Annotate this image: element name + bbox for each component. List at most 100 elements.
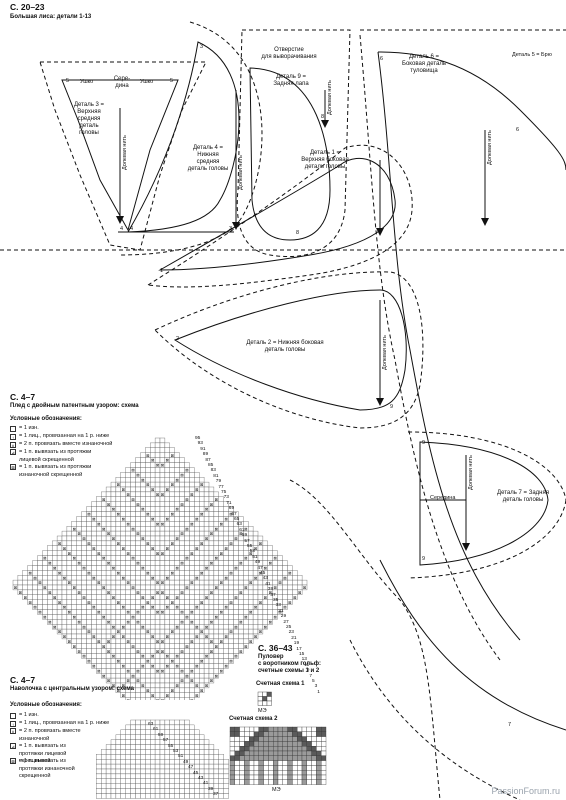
stitch-cell: [184, 486, 190, 493]
stitch-symbol: ⊠: [205, 595, 208, 600]
stitch-symbol: ⊠: [48, 561, 51, 566]
stitch-cell: [218, 619, 224, 625]
stitch-cell: [96, 584, 102, 591]
stitch-symbol: ⊠: [190, 698, 193, 700]
stitch-cell: [86, 619, 92, 625]
stitch-symbol: ⊠: [141, 664, 144, 669]
stitch-symbol: ⊠: [180, 531, 183, 536]
stitch-cell: [164, 793, 170, 799]
stitch-cell: [189, 560, 195, 566]
stitch-cell: [150, 501, 156, 507]
stitch-symbol: ⊠: [229, 600, 232, 605]
stitch-cell: [297, 575, 303, 581]
stitch-cell: [71, 599, 77, 605]
legend-row: ⊠= 1 п. вывязать из протяжки изнаночной …: [10, 758, 109, 779]
stitch-cell: [203, 579, 210, 586]
stitch-cell: [110, 486, 117, 493]
stitch-cell: [262, 550, 268, 556]
stitch-cell: [179, 783, 185, 789]
stitch-cell: [56, 584, 63, 591]
stitch-cell: [105, 604, 112, 610]
stitch-symbol: ⊠: [180, 610, 183, 615]
stitch-cell: [115, 668, 121, 674]
chart-cell: [282, 736, 288, 742]
stitch-cell: [174, 773, 180, 779]
stitch-cell: [110, 749, 117, 755]
stitch-cell: [110, 663, 117, 669]
stitch-cell: [174, 521, 180, 527]
stitch-cell: [105, 628, 112, 635]
legend-row: ⊿= 1 п. вывязать из протяжки лицевой скр…: [10, 743, 109, 764]
row-number: 41: [203, 781, 209, 787]
stitch-cell: [47, 594, 53, 600]
stitch-cell: [213, 663, 219, 669]
stitch-cell: [164, 609, 170, 615]
row-number: 83: [210, 468, 216, 474]
stitch-cell: [184, 472, 190, 478]
stitch-cell: [199, 604, 205, 610]
stitch-cell: [135, 579, 141, 586]
stitch-cell: [140, 783, 146, 789]
stitch-cell: [194, 673, 200, 679]
stitch-cell: [213, 565, 219, 571]
stitch-cell: [199, 643, 205, 649]
stitch-symbol: ⊠: [205, 683, 208, 688]
chart-cell: [306, 779, 312, 785]
stitch-cell: [164, 773, 170, 779]
otverstie-label: Отверстие для выворачивания: [261, 47, 317, 60]
stitch-cell: [110, 759, 117, 765]
stitch-cell: [159, 658, 166, 664]
stitch-cell: [105, 658, 112, 664]
stitch-cell: [96, 565, 102, 571]
mark: 8: [296, 230, 300, 236]
stitch-cell: [81, 526, 87, 532]
chart-cell: [301, 746, 307, 752]
stitch-cell: [110, 521, 117, 527]
stitch-cell: [169, 604, 175, 610]
stitch-symbol: ⊠: [28, 600, 31, 605]
stitch-cell: [164, 768, 170, 775]
stitch-cell: [292, 570, 298, 576]
stitch-cell: [248, 560, 254, 566]
stitch-cell: [110, 754, 117, 760]
stitch-symbol: ⊠: [73, 615, 76, 620]
stitch-cell: [194, 491, 200, 497]
stitch-cell: [145, 589, 151, 595]
part9-seam: [236, 29, 351, 258]
stitch-cell: [140, 540, 146, 546]
stitch-symbol: ⊠: [220, 521, 223, 526]
stitch-cell: [110, 778, 117, 784]
chart-cell: [287, 736, 293, 742]
stitch-cell: [248, 599, 254, 605]
stitch-cell: [248, 565, 254, 571]
stitch-symbol: ⊠: [126, 639, 129, 644]
stitch-symbol: ⊠: [87, 570, 90, 575]
stitch-symbol: ⊠: [122, 546, 125, 551]
stitch-cell: [154, 759, 161, 765]
stitch-symbol: ⊠: [161, 521, 164, 526]
stitch-cell: [52, 545, 58, 551]
stitch-cell: [179, 594, 185, 600]
stitch-cell: [71, 589, 77, 595]
stitch-symbol: ⊠: [215, 526, 218, 531]
part3-outline: [61, 79, 179, 232]
stitch-cell: [115, 648, 121, 654]
stitch-cell: [154, 570, 161, 576]
stitch-cell: [164, 477, 170, 483]
stitch-cell: [17, 579, 23, 586]
stitch-cell: [159, 530, 166, 537]
stitch-cell: [184, 575, 190, 581]
stitch-cell: [81, 643, 87, 649]
stitch-symbol: ⊠: [131, 468, 134, 473]
chart-cell: [253, 746, 259, 752]
stitch-cell: [174, 609, 180, 615]
stitch-cell: [208, 663, 215, 669]
stitch-symbol: ⊠: [141, 536, 144, 541]
stitch-cell: [243, 633, 249, 640]
stitch-cell: [154, 697, 161, 700]
stitch-symbol: ⊠: [180, 649, 183, 654]
stitch-cell: [169, 560, 175, 566]
stitch-cell: [52, 540, 58, 546]
chart-cell: [253, 731, 259, 737]
chart-cell: [273, 746, 279, 752]
